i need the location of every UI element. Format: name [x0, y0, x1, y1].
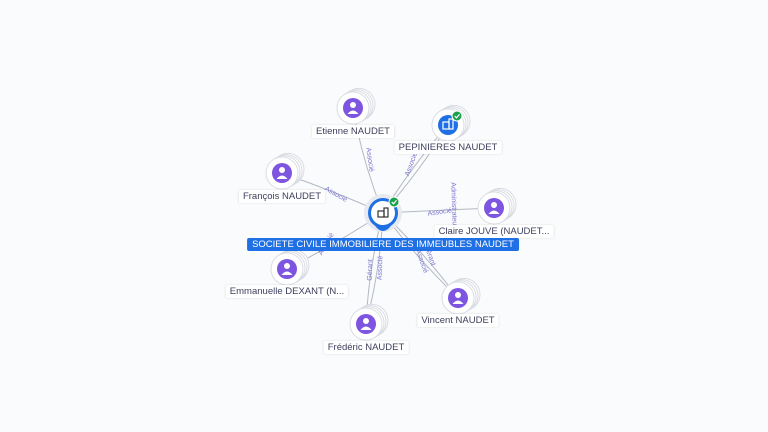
node-francois[interactable] [265, 152, 305, 190]
node-pepinieres[interactable] [431, 104, 471, 142]
edge-label: Administrateur [449, 182, 458, 228]
node-label-frederic[interactable]: Frédéric NAUDET [323, 341, 409, 354]
person-icon [277, 259, 297, 279]
node-label-claire[interactable]: Claire JOUVE (NAUDET... [434, 225, 554, 238]
node-label-francois[interactable]: François NAUDET [238, 190, 326, 203]
person-icon [484, 198, 504, 218]
verified-check-icon [451, 110, 463, 122]
verified-check-icon [388, 196, 400, 208]
edge-label: Associé [427, 207, 452, 217]
center-node[interactable] [364, 194, 402, 232]
node-label-etienne[interactable]: Etienne NAUDET [312, 125, 394, 138]
person-icon [272, 163, 292, 183]
building-icon [438, 115, 458, 135]
edge-label: Associé [323, 186, 348, 204]
node-label-emmanuelle[interactable]: Emmanuelle DEXANT (N... [225, 285, 349, 298]
node-claire[interactable] [477, 187, 517, 225]
node-label-pepinieres[interactable]: PEPINIERES NAUDET [394, 141, 502, 154]
center-node-label[interactable]: SOCIETE CIVILE IMMOBILIERE DES IMMEUBLES… [247, 238, 519, 251]
node-emmanuelle[interactable] [270, 248, 310, 286]
node-frederic[interactable] [349, 303, 389, 341]
node-layer [265, 87, 517, 341]
node-label-vincent[interactable]: Vincent NAUDET [417, 314, 499, 327]
person-icon [448, 288, 468, 308]
node-etienne[interactable] [336, 87, 376, 125]
edge-label: Associé [377, 255, 385, 280]
node-vincent[interactable] [441, 277, 481, 315]
edge-label: Gérant [367, 259, 375, 281]
person-icon [356, 314, 376, 334]
person-icon [343, 98, 363, 118]
building-icon [377, 207, 389, 218]
edge-label: Associé [404, 152, 419, 178]
edge-label: Associé [364, 147, 374, 172]
